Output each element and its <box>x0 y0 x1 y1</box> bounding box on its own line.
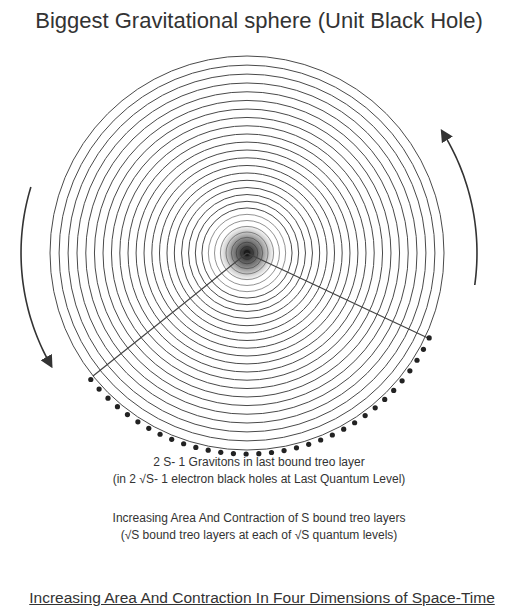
radius-line <box>93 253 247 376</box>
note-label: (√S bound treo layers at each of √S quan… <box>121 529 398 543</box>
graviton-dot <box>157 432 162 437</box>
note-label: Increasing Area And Contraction of S bou… <box>113 512 406 526</box>
graviton-dot <box>382 397 387 402</box>
radius-line <box>247 253 430 339</box>
graviton-dot <box>294 445 299 450</box>
graviton-dot <box>218 450 223 455</box>
graviton-dot <box>373 405 378 410</box>
ring <box>59 65 435 441</box>
diagram-title: Biggest Gravitational sphere (Unit Black… <box>35 8 483 33</box>
ring <box>68 74 426 432</box>
graviton-dot <box>88 377 93 382</box>
graviton-dot <box>421 347 426 352</box>
graviton-dot <box>399 378 404 383</box>
graviton-dot <box>318 437 323 442</box>
graviton-dot <box>169 437 174 442</box>
diagram-caption: Increasing Area And Contraction In Four … <box>29 589 495 607</box>
graviton-dots <box>88 335 432 456</box>
graviton-dot <box>135 419 140 424</box>
graviton-dot <box>206 448 211 453</box>
graviton-dot <box>414 358 419 363</box>
graviton-dot <box>146 426 151 431</box>
graviton-dot <box>281 448 286 453</box>
graviton-dot <box>181 441 186 446</box>
graviton-dot <box>363 413 368 418</box>
graviton-dot <box>352 420 357 425</box>
gravitational-rings <box>50 56 444 450</box>
graviton-dot <box>269 450 274 455</box>
graviton-dot <box>330 432 335 437</box>
ring <box>77 83 417 423</box>
graviton-dot <box>115 404 120 409</box>
graviton-dot <box>105 396 110 401</box>
graviton-dot <box>341 427 346 432</box>
graviton-dot <box>125 412 130 417</box>
graviton-dot <box>391 388 396 393</box>
rotation-arrow <box>21 187 51 366</box>
ring <box>50 56 444 450</box>
graviton-dot <box>193 445 198 450</box>
note-label: (in 2 √S- 1 electron black holes at Last… <box>113 473 406 487</box>
graviton-dot <box>407 368 412 373</box>
graviton-dot <box>97 387 102 392</box>
graviton-dot <box>306 442 311 447</box>
graviton-dot <box>427 335 432 340</box>
note-label: 2 S- 1 Gravitons in last bound treo laye… <box>153 456 364 470</box>
rotation-arrow <box>442 131 477 285</box>
